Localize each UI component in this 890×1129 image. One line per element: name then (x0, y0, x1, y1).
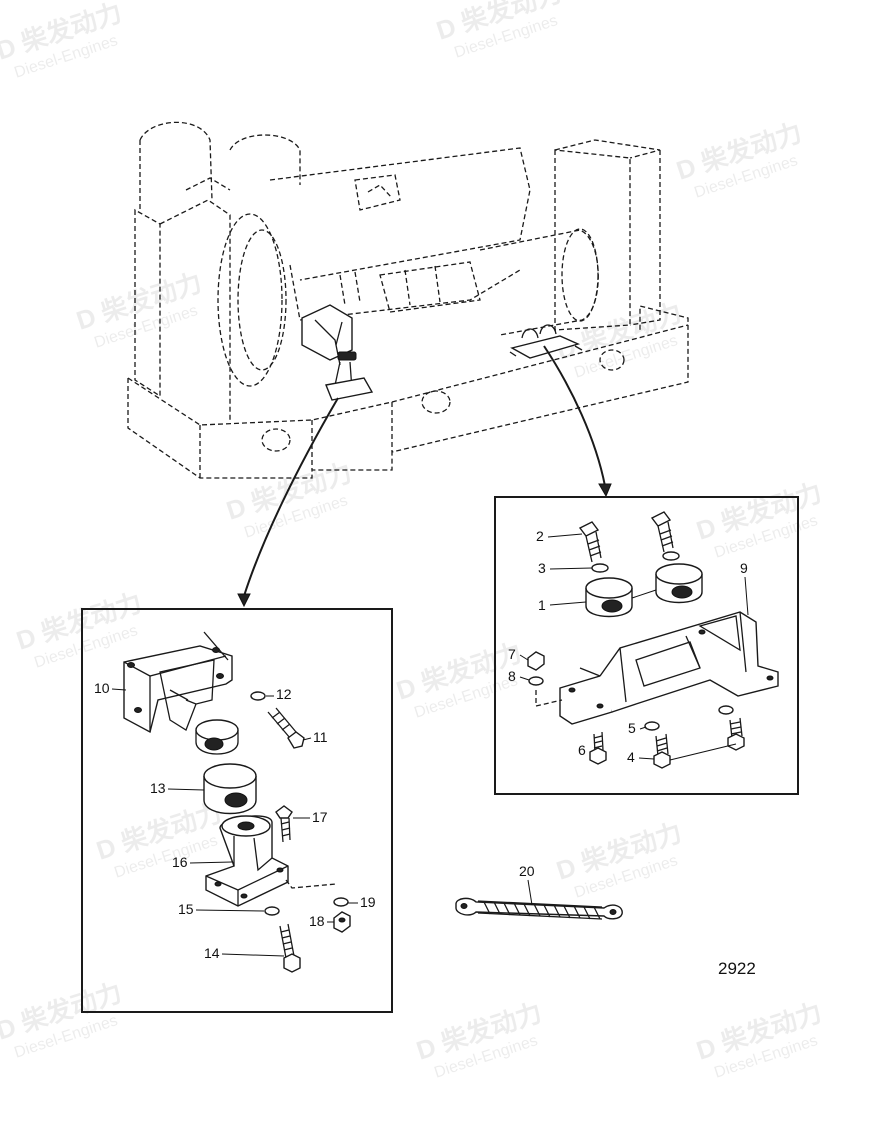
callout-5: 5 (628, 720, 636, 736)
watermark-tile: D 柴发动力 Diesel-Engines (0, 977, 126, 1062)
callout-6: 6 (578, 742, 586, 758)
watermark-tile: D 柴发动力 Diesel-Engines (693, 997, 826, 1082)
callout-12: 12 (276, 686, 292, 702)
bolt-4-right (727, 717, 745, 751)
watermark-tile: D 柴发动力 Diesel-Engines (693, 477, 826, 562)
watermark-tile: D 柴发动力 Diesel-Engines (223, 457, 356, 542)
watermark-logo: D (73, 301, 100, 335)
callout-1: 1 (538, 597, 546, 613)
watermark-logo: D (0, 1011, 20, 1045)
callout-16: 16 (172, 854, 188, 870)
watermark-tile: D 柴发动力 Diesel-Engines (0, 0, 126, 82)
callout-3: 3 (538, 560, 546, 576)
watermark-tile: D 柴发动力 Diesel-Engines (673, 117, 806, 202)
detail-panel-rear-mount: 2 3 1 9 7 8 5 6 4 (494, 496, 799, 795)
watermark-tile: D 柴发动力 Diesel-Engines (73, 267, 206, 352)
watermark-logo: D (0, 31, 20, 65)
watermark-logo: D (673, 151, 700, 185)
bracket-9 (559, 611, 779, 725)
watermark-logo: D (693, 1031, 720, 1065)
ground-strap-20: 20 (455, 863, 623, 920)
bolt-17 (275, 805, 293, 843)
callout-7: 7 (508, 646, 516, 662)
callout-14: 14 (204, 945, 220, 961)
bracket-10 (123, 631, 239, 755)
rubber-element-13 (203, 763, 257, 815)
bolt-14 (279, 923, 301, 973)
watermark-tile: D 柴发动力 Diesel-Engines (553, 297, 686, 382)
figure-number: 2922 (718, 959, 756, 978)
watermark-logo: D (93, 831, 120, 865)
callout-20: 20 (519, 863, 535, 879)
callout-13: 13 (150, 780, 166, 796)
bolt-4-left (653, 733, 671, 769)
bolt-6 (589, 731, 607, 765)
detail-arrows (237, 345, 612, 608)
watermark-logo: D (13, 621, 40, 655)
bolt-11 (267, 707, 305, 749)
rubber-element-1-right (655, 563, 703, 604)
stand-16 (205, 815, 289, 907)
front-mount-installed (301, 304, 374, 401)
callout-9: 9 (740, 560, 748, 576)
watermark-logo: D (553, 851, 580, 885)
watermark-logo: D (393, 671, 420, 705)
watermark-logo: D (413, 1031, 440, 1065)
engine-assembly-phantom (127, 121, 689, 479)
callout-19: 19 (360, 894, 376, 910)
watermark-tile: D 柴发动力 Diesel-Engines (413, 997, 546, 1082)
callout-11: 11 (313, 729, 328, 745)
watermark-layer: D 柴发动力 Diesel-Engines D 柴发动力 Diesel-Engi… (0, 0, 826, 1082)
watermark-tile: D 柴发动力 Diesel-Engines (553, 817, 686, 902)
watermark-logo: D (433, 11, 460, 45)
callout-4: 4 (627, 749, 635, 765)
detail-panel-front-mount: 10 12 11 13 17 16 19 15 18 14 (81, 608, 393, 1013)
watermark-logo: D (693, 511, 720, 545)
watermark-logo: D (223, 491, 250, 525)
callout-15: 15 (178, 901, 194, 917)
callout-8: 8 (508, 668, 516, 684)
rubber-element-1-left (585, 577, 633, 618)
callout-17: 17 (312, 809, 328, 825)
callout-18: 18 (309, 913, 325, 929)
bolt-2-right (650, 511, 674, 553)
watermark-tile: D 柴发动力 Diesel-Engines (433, 0, 566, 62)
bolt-2-left (578, 521, 602, 563)
callout-10: 10 (94, 680, 110, 696)
callout-2: 2 (536, 528, 544, 544)
